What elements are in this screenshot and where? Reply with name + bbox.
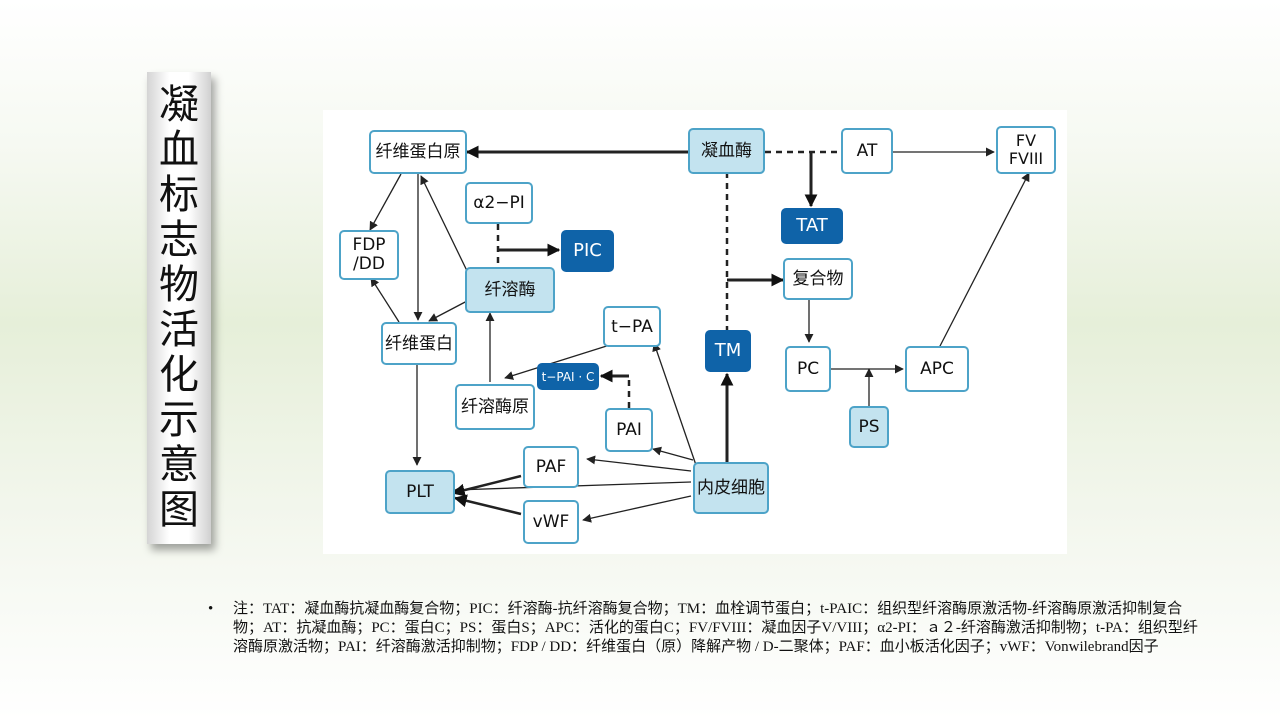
footnote-text: 注：TAT：凝血酶抗凝血酶复合物；PIC：纤溶酶-抗纤溶酶复合物；TM：血栓调节…: [233, 601, 1198, 655]
footnote: • 注：TAT：凝血酶抗凝血酶复合物；PIC：纤溶酶-抗纤溶酶复合物；TM：血栓…: [208, 600, 1208, 657]
vertical-title: 凝 血 标 志 物 活 化 示 意 图: [147, 72, 211, 544]
edge-tpa-plasminogen: [504, 343, 614, 380]
node-fv-fviii: FV FVIII: [996, 126, 1056, 174]
node-pc: PC: [785, 346, 831, 392]
node-complex: 复合物: [783, 258, 853, 300]
title-char: 意: [159, 442, 199, 488]
node-tpai-c: t−PAI · C: [537, 363, 599, 390]
node-vwf: vWF: [523, 500, 579, 544]
node-endothelial: 内皮细胞: [693, 462, 769, 514]
title-char: 志: [159, 217, 199, 263]
node-ps: PS: [849, 406, 889, 448]
node-paf: PAF: [523, 446, 579, 488]
node-fibrin: 纤维蛋白: [381, 322, 457, 365]
edge-fibrin-fdp: [370, 277, 400, 323]
node-apc: APC: [905, 346, 969, 392]
title-char: 物: [159, 262, 199, 308]
title-char: 化: [159, 352, 199, 398]
coagulation-diagram: 纤维蛋白原 凝血酶 AT FV FVIII α2−PI TAT FDP /DD …: [323, 110, 1067, 554]
title-char: 活: [159, 307, 199, 353]
node-tm: TM: [705, 330, 751, 372]
title-char: 标: [159, 172, 199, 218]
node-plasminogen: 纤溶酶原: [455, 384, 535, 430]
edge-endothelial-paf: [586, 455, 692, 472]
edge-endothelial-vwf: [582, 495, 692, 523]
edge-plasmin-fibrin: [428, 299, 470, 322]
edge-plasmin-fibrinogen: [420, 175, 470, 276]
node-pai: PAI: [605, 408, 653, 452]
edge-endothelial-pai: [652, 446, 694, 461]
node-fibrinogen: 纤维蛋白原: [369, 130, 467, 174]
node-at: AT: [841, 128, 893, 174]
node-thrombin: 凝血酶: [688, 128, 765, 174]
node-plt: PLT: [385, 470, 455, 514]
title-char: 示: [159, 397, 199, 443]
edge-vwf-plt: [453, 494, 522, 516]
bullet: •: [208, 601, 214, 617]
edge-paf-plt: [451, 474, 522, 497]
edge-endothelial-tpa: [652, 342, 698, 469]
title-char: 图: [159, 487, 199, 533]
title-char: 血: [159, 127, 199, 173]
edge-fibrinogen-fdp: [369, 173, 402, 231]
title-char: 凝: [159, 82, 199, 128]
node-pic: PIC: [561, 230, 614, 272]
node-tpa: t−PA: [603, 306, 661, 347]
node-plasmin: 纤溶酶: [465, 267, 555, 313]
node-tat: TAT: [781, 208, 843, 244]
node-fdp-dd: FDP /DD: [339, 230, 399, 280]
node-a2pi: α2−PI: [465, 182, 533, 224]
diagram-edges: [369, 145, 1030, 523]
edge-apc-fv: [938, 172, 1030, 349]
